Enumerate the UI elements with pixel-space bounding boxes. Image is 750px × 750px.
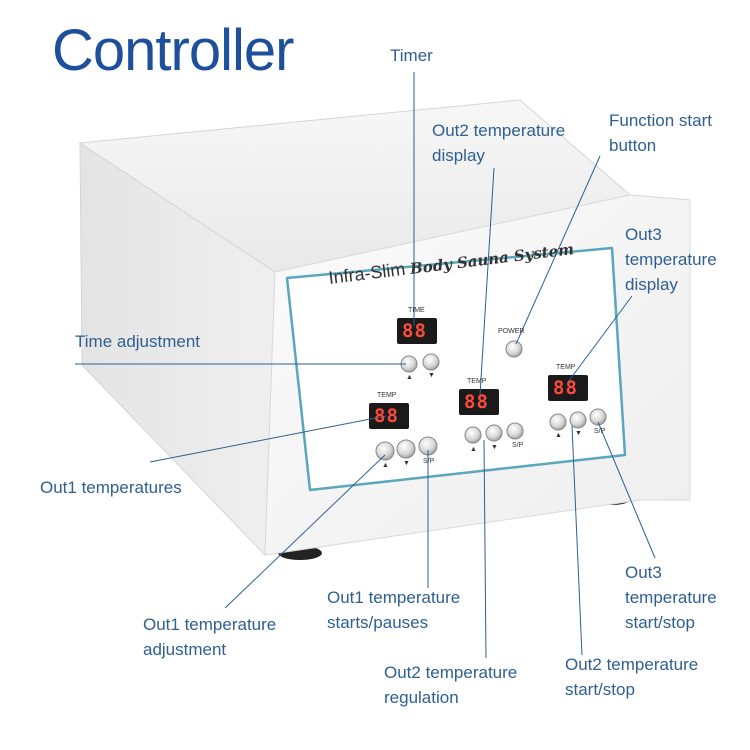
power-label: POWER [498, 328, 525, 335]
out1-down-button [396, 439, 416, 459]
leader-out2-regulation [483, 439, 487, 659]
callout-out1-adjustment: Out1 temperature adjustment [143, 615, 277, 659]
out2-temp-label: TEMP [467, 378, 487, 385]
out3-temp-label: TEMP [556, 364, 576, 371]
leader-function-start [515, 155, 601, 345]
leader-out1-adjustment [224, 454, 386, 609]
out3-up-button [549, 413, 567, 431]
callout-out3-display: Out3 temperature display [625, 225, 717, 294]
control-panel [285, 246, 627, 492]
out2-up-button [464, 426, 482, 444]
power-button [505, 340, 523, 358]
out1-temp-label: TEMP [377, 392, 397, 399]
callout-out2-regulation: Out2 temperature regulation [384, 663, 518, 707]
leader-out2-display [479, 167, 495, 396]
out1-up-button [375, 441, 395, 461]
out2-sp-button [506, 422, 524, 440]
time-display [397, 318, 437, 344]
callout-out1-starts-pauses: Out1 temperature starts/pauses [327, 588, 461, 632]
out2-down-arrow: ▼ [491, 444, 498, 451]
out3-sp-label: S/P [594, 428, 606, 435]
out2-display-value: 88 [464, 391, 489, 413]
callout-timer: Timer [390, 46, 433, 65]
callout-out1-temperatures: Out1 temperatures [40, 478, 182, 497]
leader-out3-start-stop [597, 421, 656, 559]
time-label: TIME [408, 307, 425, 314]
time-down-button [422, 353, 440, 371]
out1-sp-label: S/P [423, 458, 435, 465]
out2-sp-label: S/P [512, 442, 524, 449]
out1-up-arrow: ▲ [382, 462, 389, 469]
out3-down-button [569, 411, 587, 429]
callout-out2-start-stop: Out2 temperature start/stop [565, 655, 699, 699]
callout-time-adjustment: Time adjustment [75, 332, 201, 351]
out3-sp-button [589, 408, 607, 426]
page-title: Controller [52, 18, 294, 83]
out2-up-arrow: ▲ [470, 446, 477, 453]
leader-out2-start-stop [571, 425, 583, 656]
out3-up-arrow: ▲ [555, 432, 562, 439]
out3-display-value: 88 [553, 377, 578, 399]
out1-display-value: 88 [374, 405, 399, 427]
out1-temp-display [369, 403, 409, 429]
out3-temp-display [548, 375, 588, 401]
time-down-arrow: ▼ [428, 372, 435, 379]
out1-down-arrow: ▼ [403, 460, 410, 467]
callout-out3-start-stop: Out3 temperature start/stop [625, 563, 717, 632]
callout-function-start: Function start button [609, 111, 712, 155]
time-up-arrow: ▲ [406, 374, 413, 381]
leader-out1-temperatures [149, 415, 387, 463]
out2-temp-display [459, 389, 499, 415]
callout-out2-display: Out2 temperature display [432, 121, 566, 165]
out2-down-button [485, 424, 503, 442]
time-display-value: 88 [402, 320, 427, 342]
leader-out3-display [567, 295, 633, 383]
out3-down-arrow: ▼ [575, 430, 582, 437]
